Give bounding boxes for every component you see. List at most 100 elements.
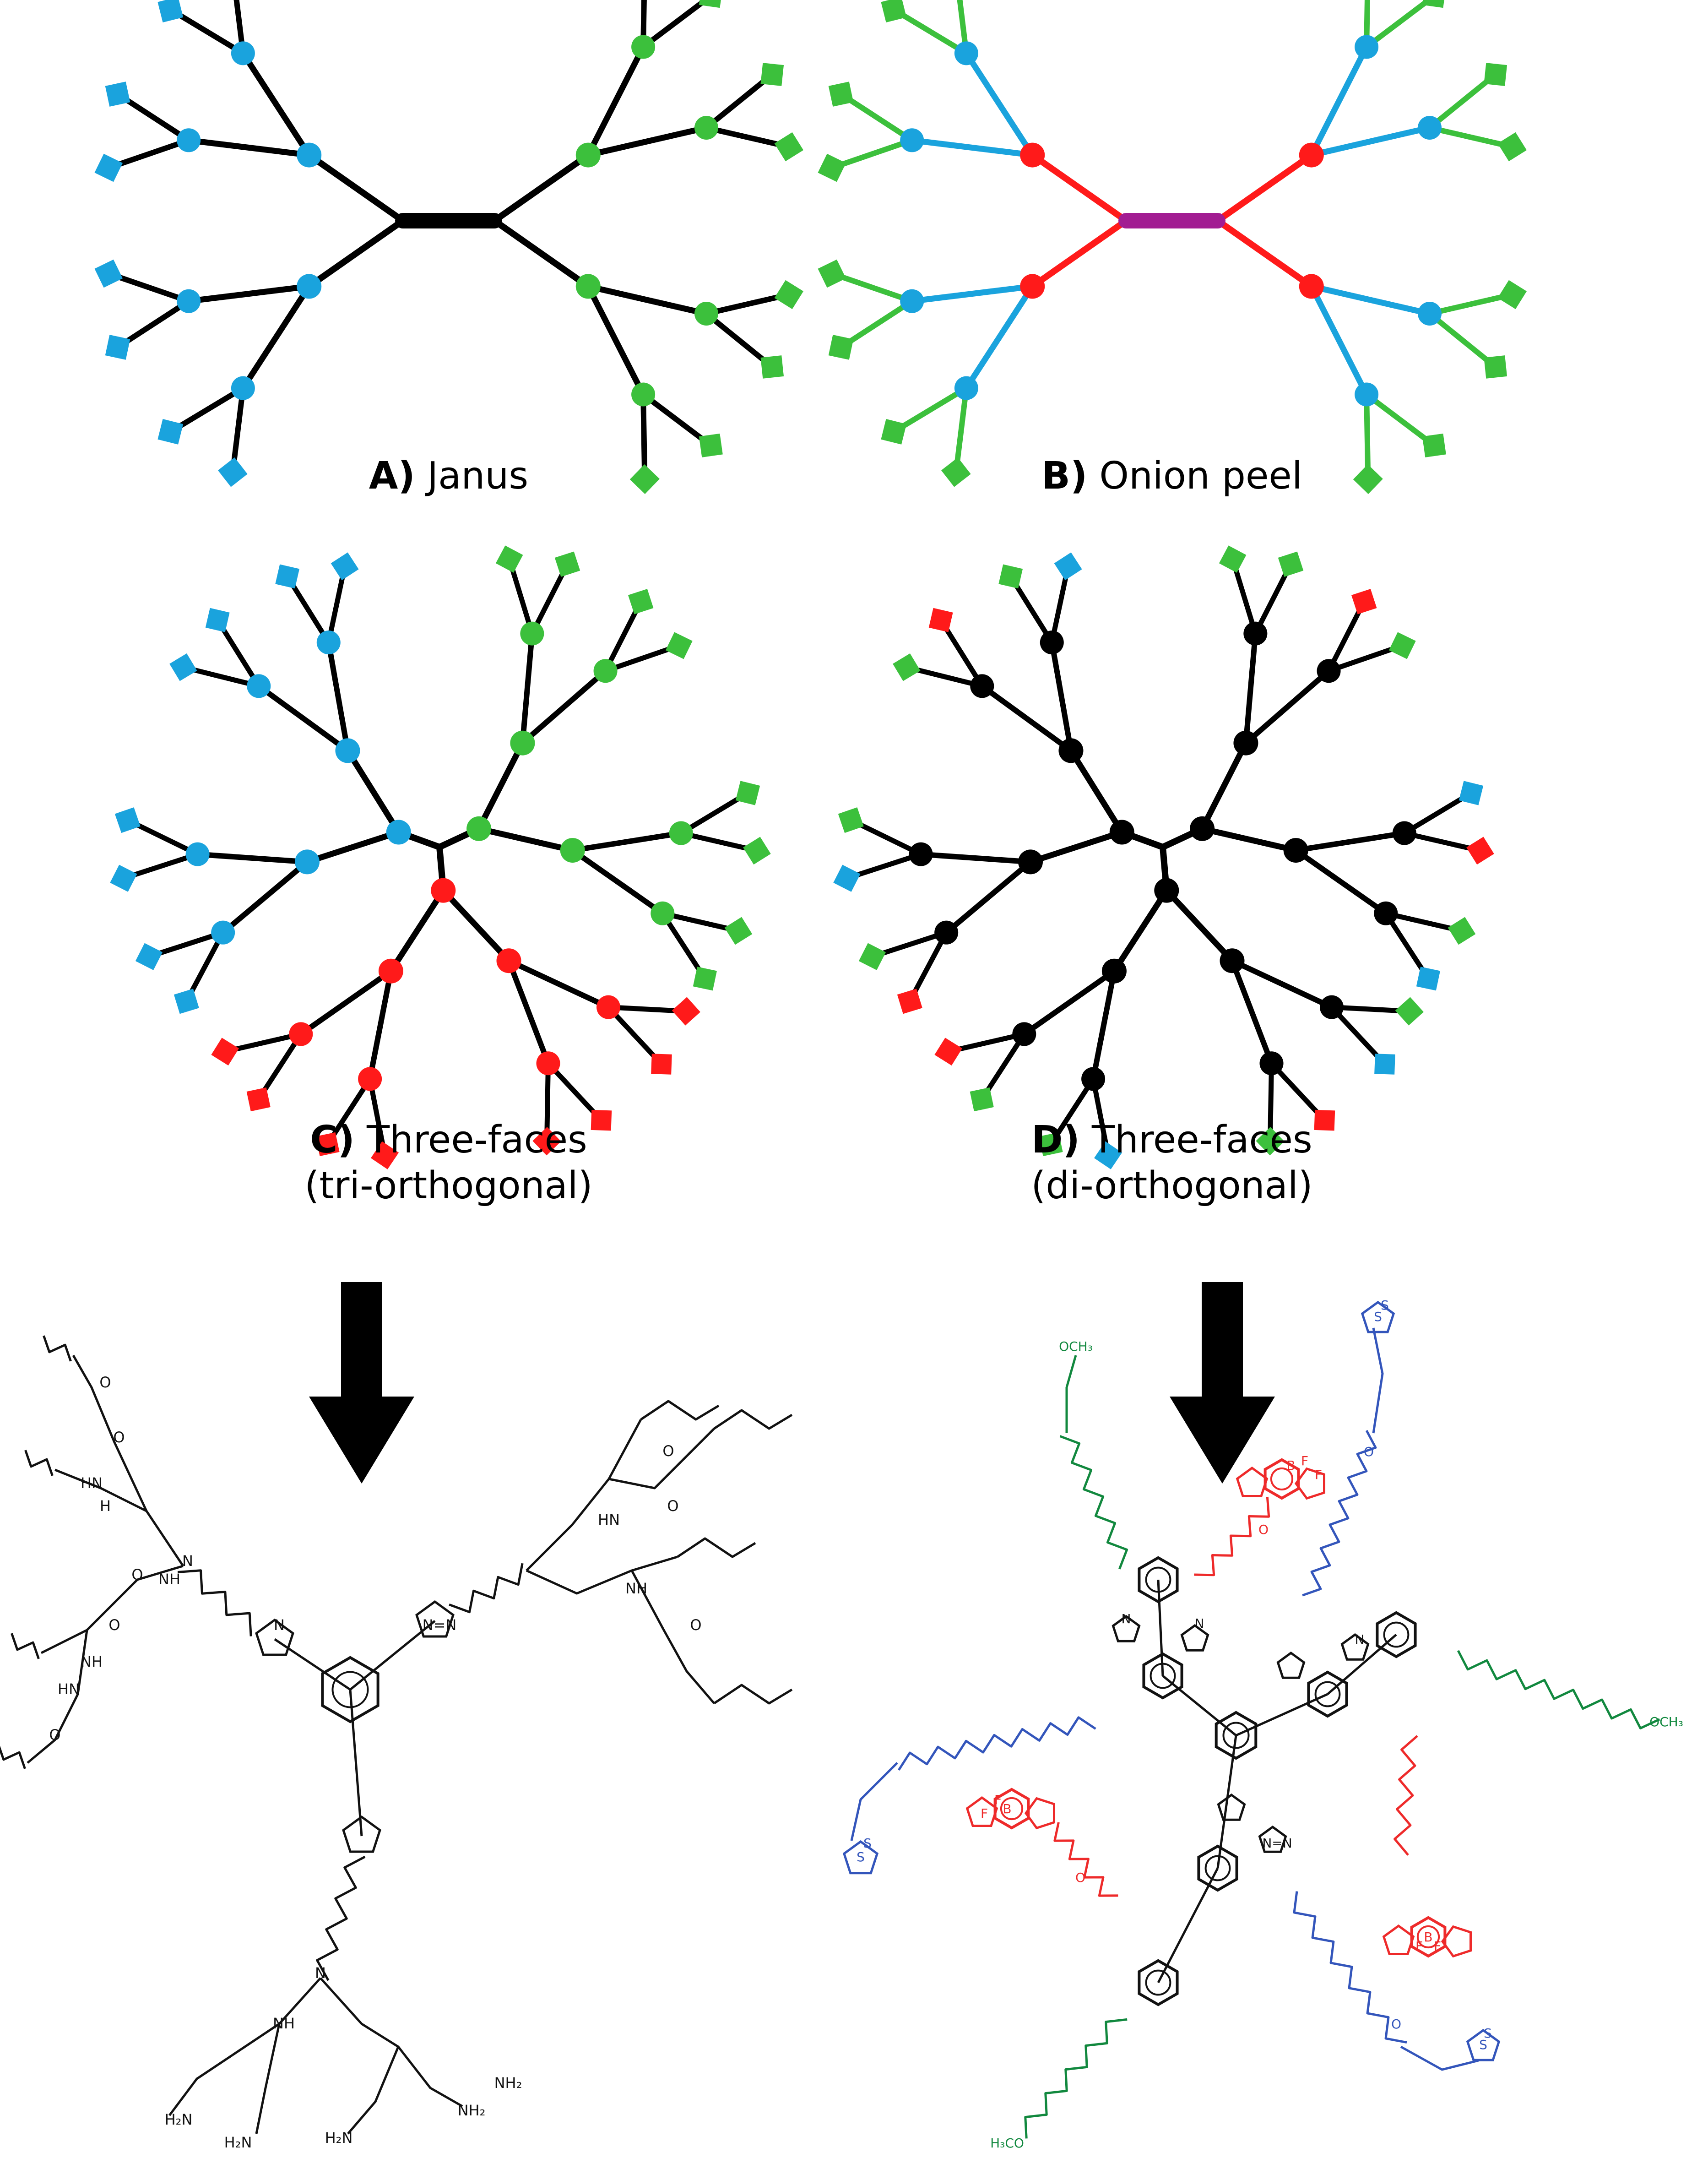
caption-onion-peel: B) Onion peel: [897, 453, 1447, 499]
aromatic-circle: [1204, 1855, 1231, 1881]
end-group-square: [94, 153, 123, 182]
end-group-square: [1497, 280, 1527, 310]
atom-label: F: [1415, 1939, 1423, 1954]
branching-node: [954, 376, 978, 400]
branch-line: [325, 640, 351, 754]
bond-chain: [713, 1684, 793, 1705]
atom-label: B: [1286, 1458, 1295, 1473]
atom-label: S: [857, 1849, 865, 1864]
atom-label: NH: [625, 1580, 647, 1597]
bond-chain: [677, 1537, 756, 1558]
bond-chain: [27, 1630, 88, 1764]
branching-node: [909, 842, 933, 866]
end-group-square: [881, 0, 907, 22]
branch-line: [585, 43, 646, 158]
atom-label: NH: [158, 1571, 180, 1588]
branching-node: [1040, 631, 1064, 655]
branch-line: [585, 125, 710, 158]
atom-label: HN: [58, 1680, 80, 1698]
bond-chain: [54, 1468, 184, 1567]
branching-node: [231, 41, 255, 65]
alkyl-chain: [11, 1633, 40, 1659]
five-ring: [1024, 1797, 1056, 1830]
branch-line: [1308, 283, 1370, 398]
end-group-square: [628, 589, 654, 614]
bond-chain: [1157, 1579, 1164, 1676]
atom-label: N: [274, 1616, 285, 1634]
branching-node: [1417, 302, 1442, 326]
alkyl-chain: [898, 1716, 1096, 1771]
branch-line: [1229, 958, 1274, 1066]
branch-line: [569, 830, 684, 853]
branch-line: [1308, 283, 1433, 317]
benzene-ring: [1138, 1959, 1179, 2006]
atom-label: F: [1301, 1453, 1308, 1468]
atom-label: H₂N: [224, 2134, 252, 2151]
branch-line: [1029, 217, 1129, 290]
caption-three-faces-tri: C) Three-faces (tri-orthogonal): [174, 1117, 723, 1209]
caption-three-faces-di: D) Three-faces (di-orthogonal): [897, 1117, 1447, 1209]
branching-node: [496, 948, 521, 973]
end-group-square: [828, 82, 854, 107]
end-group-square: [897, 989, 922, 1014]
atom-label: F: [981, 1806, 988, 1821]
end-group-square: [554, 551, 580, 577]
branch-line: [585, 283, 646, 398]
end-group-square: [174, 989, 199, 1014]
end-group-square: [371, 1141, 399, 1169]
five-ring: [842, 1840, 879, 1875]
atom-label: H: [100, 1497, 111, 1515]
bond-chain: [40, 1565, 184, 1654]
benzene-ring: [321, 1656, 380, 1723]
benzene-ring: [1142, 1652, 1183, 1700]
atom-label: F: [994, 1792, 1002, 1807]
branching-node: [358, 1067, 382, 1091]
branch-line: [476, 826, 576, 853]
end-group-square: [1448, 917, 1476, 945]
end-group-square: [693, 967, 717, 991]
bond-chain: [850, 1762, 898, 1841]
five-ring: [1361, 1300, 1395, 1333]
end-group-square: [934, 1038, 962, 1065]
branch-line: [240, 50, 312, 158]
end-group-square: [1388, 632, 1416, 659]
branching-node: [1299, 142, 1324, 168]
aromatic-circle: [1000, 1797, 1024, 1821]
atom-label: F: [1315, 1467, 1322, 1482]
branching-node: [295, 849, 320, 875]
end-group-square: [135, 943, 163, 970]
atom-label: NH: [273, 2015, 295, 2032]
five-ring: [342, 1815, 381, 1853]
branching-node: [1081, 1067, 1106, 1091]
atom-label: OCH₃: [1059, 1339, 1093, 1354]
branching-node: [694, 115, 718, 140]
branch-line: [640, 0, 647, 50]
end-group-square: [1416, 967, 1440, 991]
benzene-ring: [1263, 1458, 1300, 1500]
down-arrows: [309, 1282, 1275, 1484]
end-group-square: [1219, 545, 1247, 573]
bond-chain: [320, 1977, 463, 2108]
branch-line: [185, 283, 312, 304]
bond-chain: [1162, 1675, 1237, 1736]
end-group-square: [818, 153, 846, 182]
caption-title: Janus: [427, 454, 529, 498]
branching-node: [1101, 958, 1127, 984]
atom-label: S: [1484, 2026, 1492, 2041]
aromatic-circle: [1270, 1467, 1294, 1491]
atom-label: H₂N: [165, 2111, 193, 2128]
branching-node: [1058, 738, 1084, 763]
five-ring: [1466, 2028, 1501, 2061]
branch-line: [957, 0, 969, 56]
end-group-square: [211, 1038, 239, 1065]
atom-label: N=N: [1262, 1836, 1292, 1851]
atom-label: N: [1355, 1632, 1365, 1647]
branching-node: [970, 674, 994, 698]
bond-chain: [1235, 1693, 1328, 1737]
five-ring: [1258, 1825, 1287, 1853]
branch-line: [344, 747, 402, 836]
atom-label: O: [690, 1616, 701, 1634]
end-group-square: [699, 0, 723, 8]
